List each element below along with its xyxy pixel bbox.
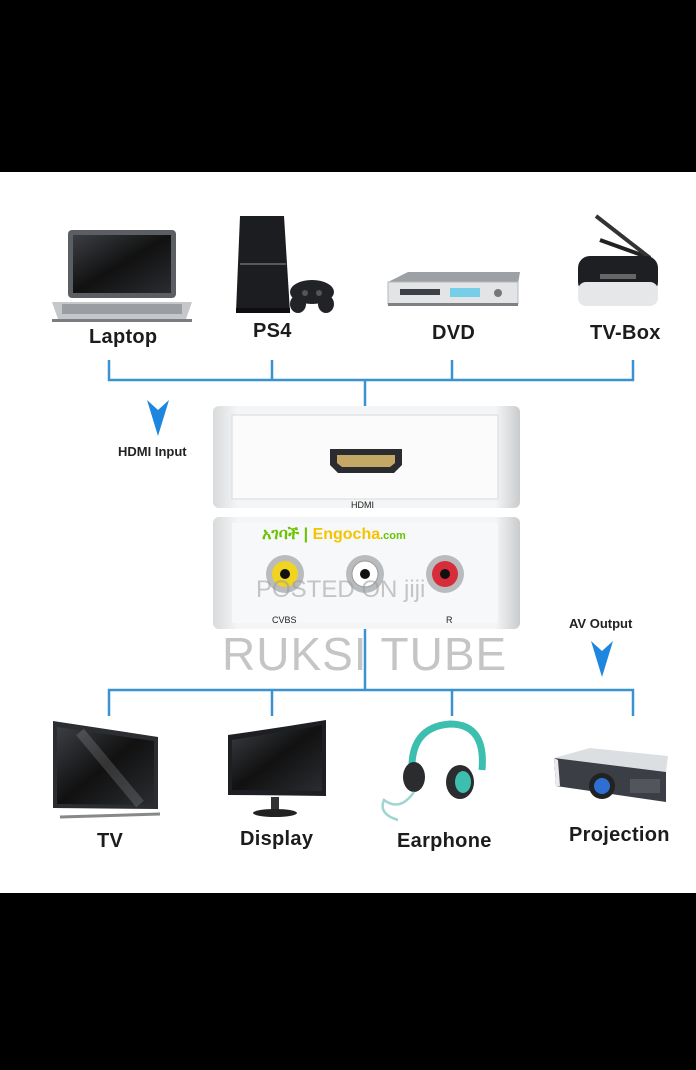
input-label-tv-box: TV-Box [590, 322, 661, 344]
hdmi-input-arrow-icon [147, 400, 169, 436]
engocha-watermark: አገባች | Engocha.com [262, 526, 406, 544]
av-output-arrow-icon [591, 641, 613, 677]
diagram-panel: Laptop PS4 DVD TV-Box HDMI Input AV Outp… [0, 172, 696, 893]
diagram-graphics [52, 214, 668, 822]
r-label: R [446, 615, 453, 625]
converter-av-section [213, 517, 520, 629]
dvd-player-icon [387, 272, 520, 306]
watermark-separator: | [303, 526, 309, 543]
output-label-earphone: Earphone [397, 830, 492, 852]
converter-hdmi-section [213, 406, 520, 508]
tv-box-icon [578, 214, 658, 306]
ruksi-tube-watermark: RUKSI TUBE [222, 628, 508, 680]
projector-icon [554, 748, 668, 802]
cvbs-jack-icon [266, 555, 304, 593]
white-jack-icon [346, 555, 384, 593]
av-output-label: AV Output [569, 616, 633, 631]
posted-on-watermark: POSTED ON jiji [256, 576, 426, 603]
laptop-icon [52, 230, 192, 322]
output-label-projection: Projection [569, 824, 670, 846]
input-label-laptop: Laptop [89, 326, 158, 348]
watermark-site-name: Engocha [312, 526, 381, 543]
output-label-display: Display [240, 828, 314, 850]
console-icon [236, 216, 334, 313]
monitor-icon [228, 720, 326, 817]
bottom-letterbox [0, 893, 696, 1070]
tv-icon [53, 721, 161, 819]
input-label-dvd: DVD [432, 322, 476, 344]
cvbs-label: CVBS [272, 615, 297, 625]
hdmi-input-label: HDMI Input [118, 444, 187, 459]
headphones-icon [381, 720, 486, 822]
top-letterbox [0, 0, 696, 172]
red-jack-icon [426, 555, 464, 593]
watermark-amharic: አገባች [262, 526, 300, 543]
input-label-ps4: PS4 [253, 320, 292, 342]
hdmi-port-label: HDMI [351, 500, 374, 510]
output-label-tv: TV [97, 830, 124, 852]
watermark-tld: .com [380, 530, 406, 542]
